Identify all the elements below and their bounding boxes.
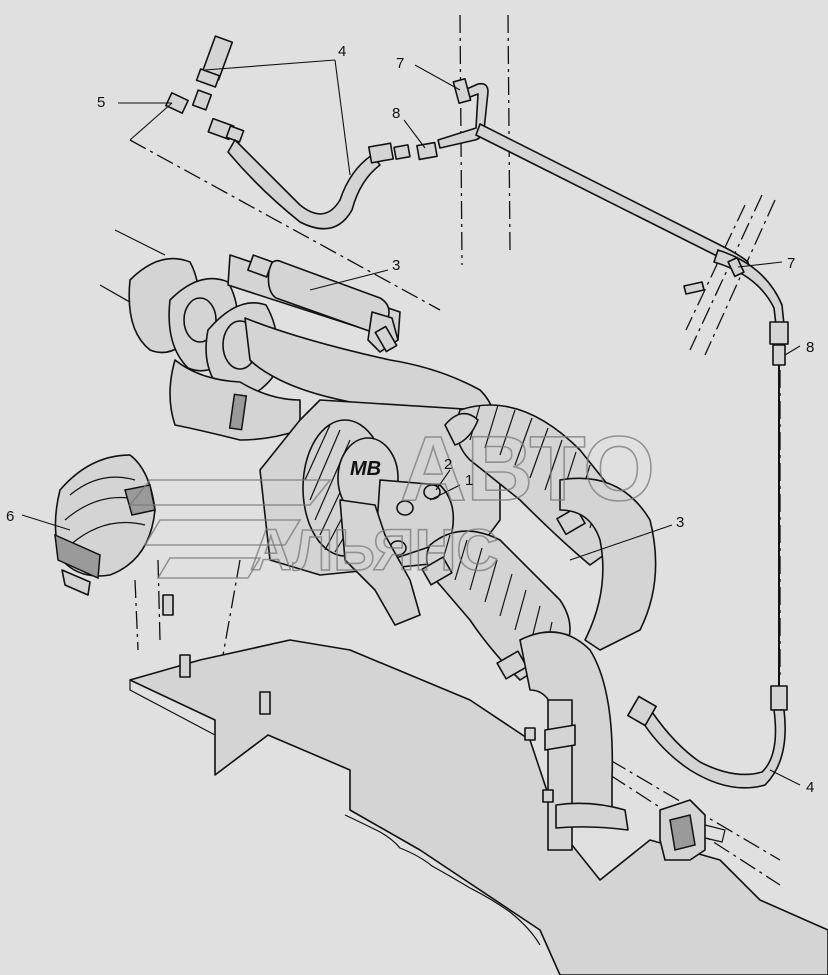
callout-3-lower: 3	[676, 514, 684, 531]
clip-7-lower	[727, 256, 745, 278]
callout-1: 1	[465, 472, 473, 489]
clip-7-upper	[452, 78, 472, 104]
callout-7-right: 7	[787, 255, 795, 272]
callout-8-top: 8	[392, 105, 400, 122]
watermark-line-2: АЛЬЯНС	[250, 518, 498, 583]
fan-drive: MB	[259, 399, 501, 626]
union-8-upper	[416, 141, 438, 161]
callout-6: 6	[6, 508, 14, 525]
callout-4-bottom: 4	[806, 779, 814, 796]
tee-fitting-5	[165, 92, 189, 114]
watermark: АВТО АЛЬЯНС	[128, 417, 656, 584]
hose-4-upper	[227, 139, 381, 230]
charge-air-pipe	[519, 477, 657, 851]
bracket-bottom-right	[659, 799, 726, 861]
callout-8-right: 8	[806, 339, 814, 356]
mount-bolt	[179, 654, 191, 678]
mb-logo: MB	[350, 458, 381, 480]
upper-pipeline	[165, 35, 789, 789]
cylinder-upper	[227, 254, 401, 353]
union-8-lower	[769, 321, 789, 345]
mount-bolt	[259, 691, 271, 715]
callout-4-top: 4	[338, 43, 346, 60]
callout-5: 5	[97, 94, 105, 111]
callout-2: 2	[444, 456, 452, 473]
mount-bolt	[162, 594, 174, 616]
hose-4-lower	[639, 709, 786, 789]
horn	[54, 454, 156, 596]
callout-7-top: 7	[396, 55, 404, 72]
leader-lines	[21, 59, 801, 786]
callout-3-upper: 3	[392, 257, 400, 274]
chassis-body	[129, 594, 828, 975]
callouts: 4 5 8 7 7 8 3 3 2 1 6 4	[6, 43, 814, 796]
watermark-line-1: АВТО	[400, 418, 655, 520]
fitting-4-lower	[770, 685, 788, 711]
